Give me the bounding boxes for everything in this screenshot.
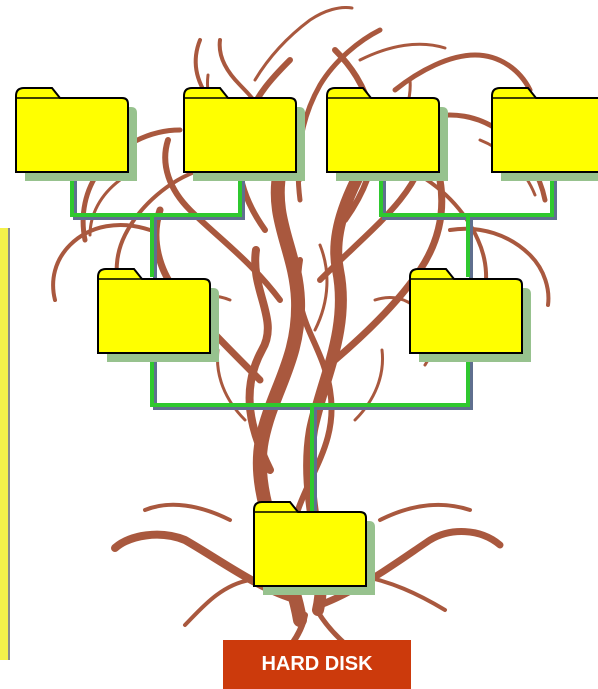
folder-icon[interactable] [16, 88, 137, 181]
connector-middle [152, 355, 468, 405]
hard-disk-label: HARD DISK [223, 640, 411, 689]
folder-icon[interactable] [492, 88, 598, 181]
folder-icon[interactable] [410, 269, 531, 362]
folder-icon[interactable] [254, 502, 375, 595]
folder-icon[interactable] [98, 269, 219, 362]
folder-icon[interactable] [184, 88, 305, 181]
folder-icon[interactable] [327, 88, 448, 181]
